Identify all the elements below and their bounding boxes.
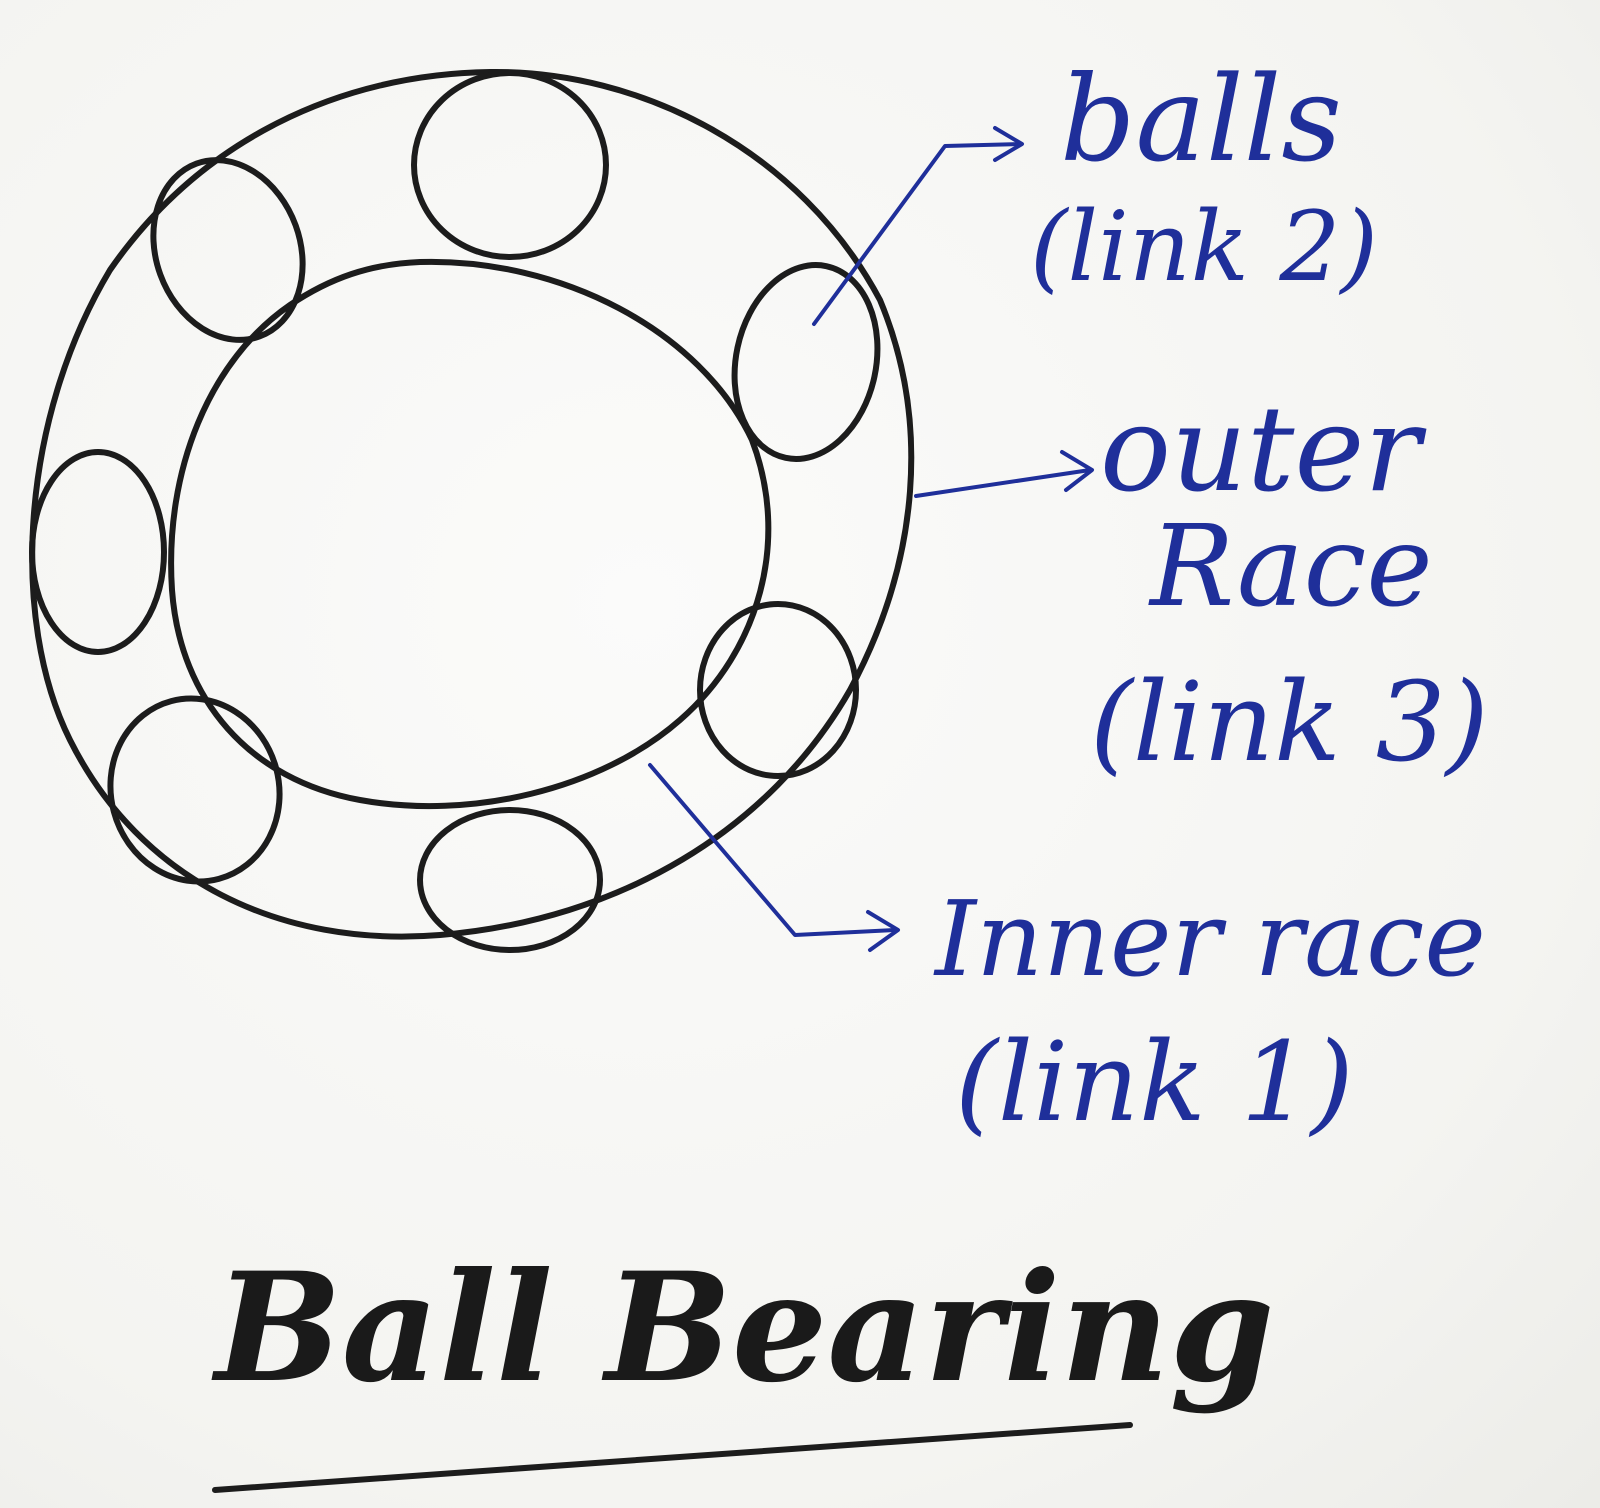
- inner-race-label: Inner race: [933, 878, 1486, 1000]
- balls-arrow-icon: [812, 126, 1024, 326]
- outer-race-link-label: (link 3): [1090, 658, 1489, 786]
- inner-race-outline: [168, 258, 772, 810]
- ball-right-lower: [697, 601, 859, 779]
- inner-race-link-label: (link 1): [955, 1018, 1354, 1146]
- outer-race-word-label: Race: [1148, 502, 1433, 632]
- outer-race-arrow-icon: [914, 450, 1094, 498]
- inner-race-arrow-icon: [648, 763, 900, 952]
- ball-bottom-left: [107, 695, 283, 885]
- outer-race-label: outer: [1100, 380, 1427, 518]
- title-underline: [212, 1422, 1133, 1493]
- balls-label: balls: [1060, 50, 1342, 188]
- ball-bottom: [417, 807, 603, 953]
- ball-left: [29, 449, 167, 655]
- ball-top-left: [150, 157, 306, 343]
- balls-link-label: (link 2): [1030, 191, 1378, 303]
- ball-top: [411, 70, 609, 260]
- diagram-title: Ball Bearing: [211, 1240, 1275, 1416]
- ball-right-upper: [731, 262, 881, 462]
- outer-race-outline: [29, 68, 915, 940]
